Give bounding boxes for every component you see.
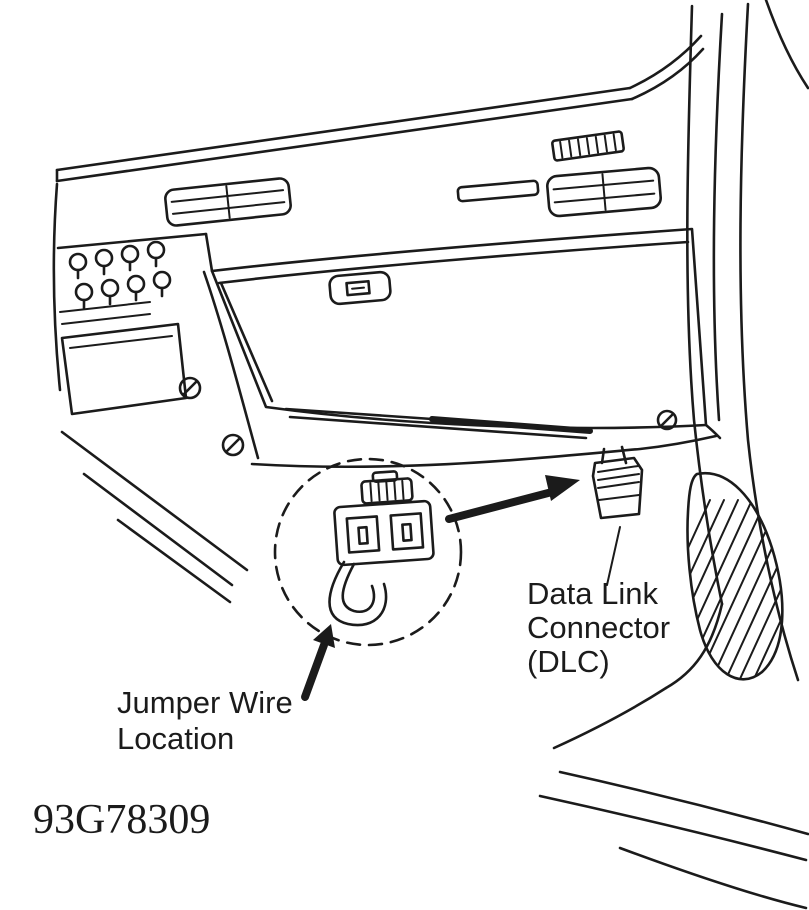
dash-face-seams bbox=[52, 182, 260, 460]
jumper-label-line2: Location bbox=[117, 721, 234, 756]
dlc-leader-line bbox=[606, 526, 621, 586]
center-trim-slot bbox=[456, 179, 540, 203]
left-air-vent bbox=[164, 177, 292, 227]
console-side-panel bbox=[60, 430, 249, 604]
glove-box-latch bbox=[328, 270, 392, 306]
jumper-wire-loop bbox=[328, 560, 388, 627]
dash-top-edge bbox=[55, 34, 705, 183]
figure-id: 93G78309 bbox=[33, 797, 210, 843]
defroster-vent bbox=[551, 130, 625, 162]
dlc-label-line1: Data Link bbox=[527, 576, 658, 611]
speaker-grille bbox=[686, 471, 784, 681]
center-console-controls bbox=[59, 240, 188, 416]
data-link-connector bbox=[591, 445, 644, 520]
arrow-to-dlc bbox=[445, 475, 580, 523]
arrow-to-jumper-circle bbox=[301, 624, 335, 701]
dlc-label-line3: (DLC) bbox=[527, 644, 610, 679]
dlc-label-line2: Connector bbox=[527, 610, 670, 645]
jumper-wire-connector bbox=[333, 470, 435, 567]
door-sill-lines bbox=[538, 686, 809, 910]
a-pillar bbox=[664, 0, 809, 690]
lower-trim-strip bbox=[250, 407, 722, 469]
jumper-label-line1: Jumper Wire bbox=[117, 685, 293, 720]
glove-box-door bbox=[210, 227, 708, 430]
right-air-vent bbox=[546, 166, 662, 218]
dashed-highlight-circle bbox=[273, 457, 463, 647]
